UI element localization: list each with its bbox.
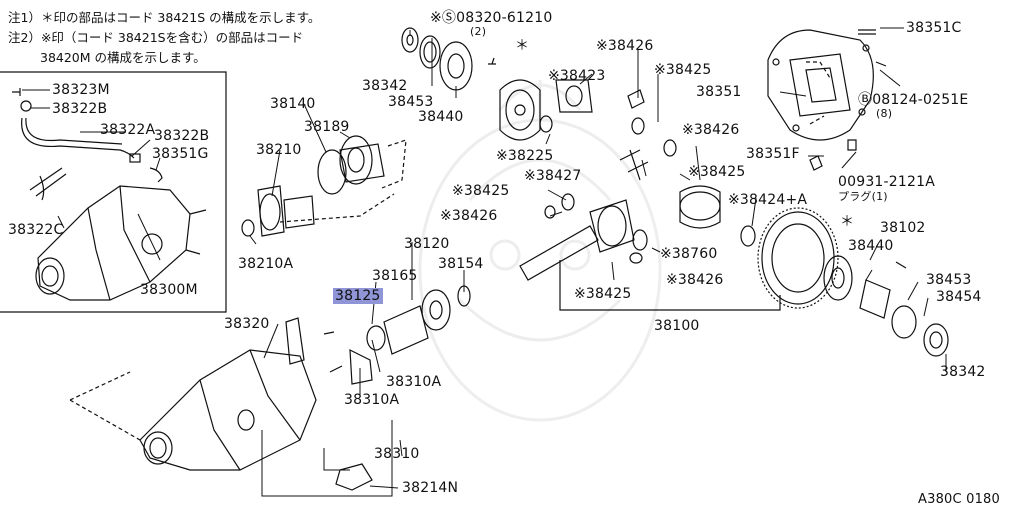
part-label-38300M[interactable]: 38300M [140, 282, 198, 298]
carrier-housing [69, 317, 373, 471]
note-line-2: 注2）※印（コード 38421Sを含む）の部品はコード [8, 30, 304, 45]
drive-pinion [519, 199, 648, 281]
part-label-38154[interactable]: 38154 [438, 256, 484, 272]
breather-assembly [12, 88, 163, 201]
part-label-38342-2[interactable]: 38342 [940, 364, 986, 380]
part-label-38225[interactable]: ※38225 [496, 148, 554, 164]
note-line-1: 注1）＊印の部品はコード 38421S の構成を示します。 [8, 10, 321, 25]
part-label-38140[interactable]: 38140 [270, 96, 316, 112]
note-line-3: 38420M の構成を示します。 [40, 50, 206, 65]
part-label-38425-3[interactable]: ※38425 [452, 183, 510, 199]
part-label-38427[interactable]: ※38427 [524, 168, 582, 184]
mounting-nut [335, 463, 373, 491]
thrust-block [679, 185, 756, 247]
figure-code: A380C 0180 [918, 492, 1000, 507]
housing-bracket [261, 420, 393, 497]
part-label-38426-3[interactable]: ※38426 [440, 208, 498, 224]
part-label-38310A[interactable]: 38310A [386, 374, 442, 390]
part-label-38100[interactable]: 38100 [654, 318, 700, 334]
part-label-38102[interactable]: 38102 [880, 220, 926, 236]
differential-case [499, 79, 541, 141]
side-bearing-set-lower [823, 255, 949, 357]
part-label-38210A[interactable]: 38210A [238, 256, 294, 272]
rear-cover [767, 29, 887, 171]
part-label-38440[interactable]: 38440 [418, 109, 464, 125]
leader-lines [22, 27, 947, 489]
part-label-38351F[interactable]: 38351F [746, 146, 800, 162]
front-bearing-assembly [279, 135, 407, 223]
part-label-38210[interactable]: 38210 [256, 142, 302, 158]
part-label-38426[interactable]: ※38426 [596, 38, 654, 54]
part-label-38310A-2[interactable]: 38310A [344, 392, 400, 408]
part-label-38425-4[interactable]: ※38425 [574, 286, 632, 302]
part-label-08124-0251E[interactable]: Ⓑ08124-0251E [858, 92, 969, 108]
pinion-bracket [559, 260, 781, 311]
companion-flange [241, 185, 315, 237]
watermark-emblem [418, 80, 662, 422]
ring-gear [757, 207, 839, 309]
inset-frame [0, 71, 227, 313]
part-label-38342[interactable]: 38342 [362, 78, 408, 94]
part-label-38426-2[interactable]: ※38426 [682, 122, 740, 138]
star-mark-ring: ＊ [840, 214, 855, 230]
part-label-38425-2[interactable]: ※38425 [688, 164, 746, 180]
side-gear-and-pinions [539, 79, 677, 219]
part-label-38322B-2[interactable]: 38322B [154, 128, 210, 144]
part-label-38440-2[interactable]: 38440 [848, 238, 894, 254]
part-label-38454[interactable]: 38454 [936, 289, 982, 305]
part-label-38423[interactable]: ※38423 [548, 68, 606, 84]
part-label-38426-4[interactable]: ※38426 [666, 272, 724, 288]
part-label-38351[interactable]: 38351 [696, 84, 742, 100]
part-label-38120[interactable]: 38120 [404, 236, 450, 252]
part-label-38322B[interactable]: 38322B [52, 101, 108, 117]
part-label-38322A[interactable]: 38322A [100, 122, 156, 138]
part-label-38310[interactable]: 38310 [374, 446, 420, 462]
part-qty-08320: (2) [470, 25, 487, 38]
part-label-38214N[interactable]: 38214N [402, 480, 459, 496]
part-sub-plug: プラグ(1) [838, 190, 888, 203]
part-label-38760[interactable]: ※38760 [660, 246, 718, 262]
part-qty-08124: (8) [876, 107, 893, 120]
part-label-38189[interactable]: 38189 [304, 119, 350, 135]
part-label-38320[interactable]: 38320 [224, 316, 270, 332]
part-label-38165[interactable]: 38165 [372, 268, 418, 284]
part-label-38425[interactable]: ※38425 [654, 62, 712, 78]
part-label-08320-61210[interactable]: ※Ⓢ08320-61210 [430, 10, 553, 26]
differential-carrier-inset [35, 185, 207, 301]
part-label-38323M[interactable]: 38323M [52, 82, 110, 98]
part-label-38424-A[interactable]: ※38424+A [728, 192, 808, 208]
part-label-38453-2[interactable]: 38453 [926, 272, 972, 288]
star-mark-case: ＊ [515, 38, 530, 54]
part-label-38351G[interactable]: 38351G [152, 146, 209, 162]
part-label-38351C[interactable]: 38351C [906, 20, 962, 36]
part-label-38125[interactable]: 38125 [333, 288, 383, 304]
part-label-38322C[interactable]: 38322C [8, 222, 64, 238]
part-label-38453[interactable]: 38453 [388, 94, 434, 110]
part-label-00931-2121A[interactable]: 00931-2121A [838, 174, 935, 190]
